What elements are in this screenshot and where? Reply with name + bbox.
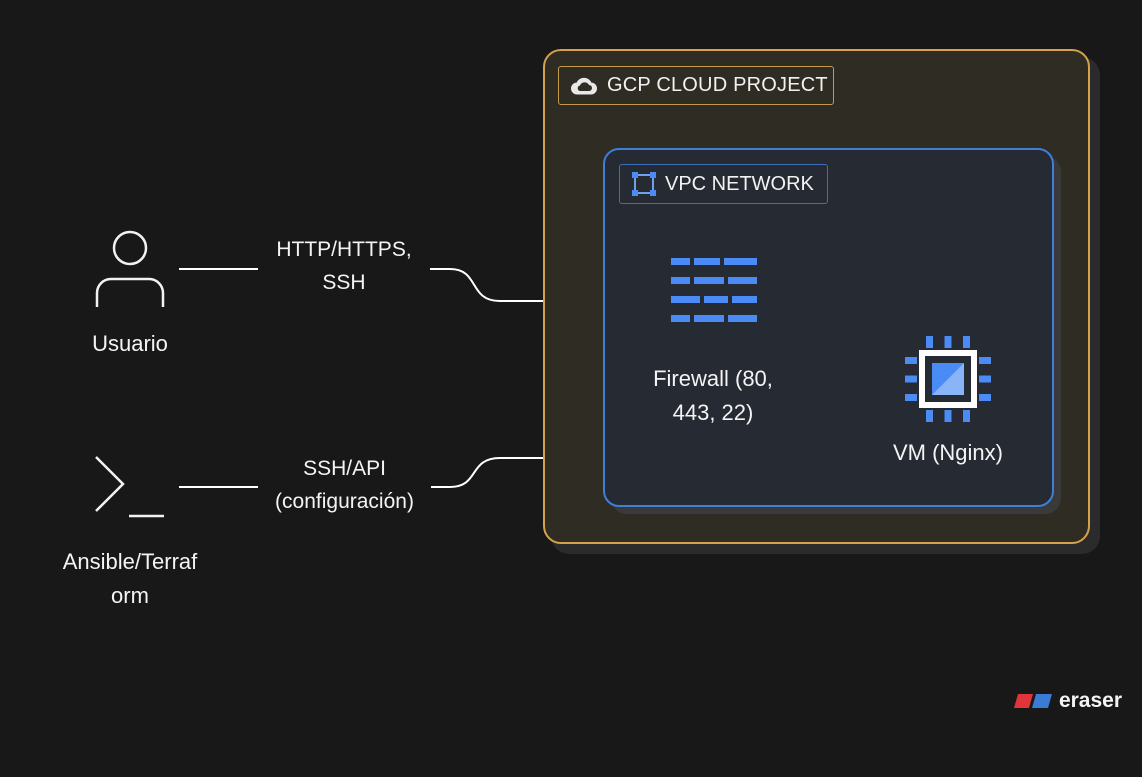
eraser-brand-text: eraser: [1058, 689, 1122, 712]
user-node[interactable]: [93, 229, 167, 314]
ansible-node[interactable]: [93, 455, 167, 524]
firewall-icon: [671, 258, 757, 329]
eraser-brand[interactable]: eraser: [1013, 689, 1122, 713]
vm-node-label: VM (Nginx): [892, 440, 1003, 465]
vpc-network-icon: [631, 171, 657, 197]
firewall-label-line1: Firewall (80,: [653, 366, 773, 391]
compute-engine-icon: [905, 336, 991, 427]
gcp-project-label[interactable]: GCP CLOUD PROJECT: [558, 66, 834, 105]
vpc-network-group[interactable]: [603, 148, 1054, 507]
edge-label-ansible-vm: SSH/API (configuración): [258, 452, 431, 518]
ansible-label-line2: orm: [111, 583, 149, 608]
edge-label-usuario-firewall: HTTP/HTTPS, SSH: [258, 233, 430, 299]
firewall-node-label: Firewall (80, 443, 22): [630, 362, 796, 430]
edge-label-ssh-line2: (configuración): [275, 490, 414, 513]
terminal-icon: [93, 455, 167, 524]
edge-label-http-line1: HTTP/HTTPS,: [276, 238, 412, 261]
user-node-label: Usuario: [92, 331, 168, 356]
ansible-node-label: Ansible/Terraf orm: [40, 545, 220, 613]
edge-label-ssh-line1: SSH/API: [303, 457, 386, 480]
edge-usuario-firewall[interactable]: [179, 268, 664, 302]
vpc-network-label-text: VPC NETWORK: [665, 172, 814, 195]
ansible-label-line1: Ansible/Terraf: [62, 549, 198, 574]
cloud-icon: [569, 74, 599, 98]
firewall-label-line2: 443, 22): [672, 400, 754, 425]
user-icon: [93, 229, 167, 314]
edge-label-http-line2: SSH: [322, 271, 366, 294]
gcp-project-label-text: GCP CLOUD PROJECT: [607, 74, 828, 96]
firewall-node[interactable]: [671, 258, 757, 329]
vm-node[interactable]: [905, 336, 991, 427]
eraser-logo-icon: [1013, 692, 1053, 710]
vpc-network-label[interactable]: VPC NETWORK: [619, 164, 828, 204]
